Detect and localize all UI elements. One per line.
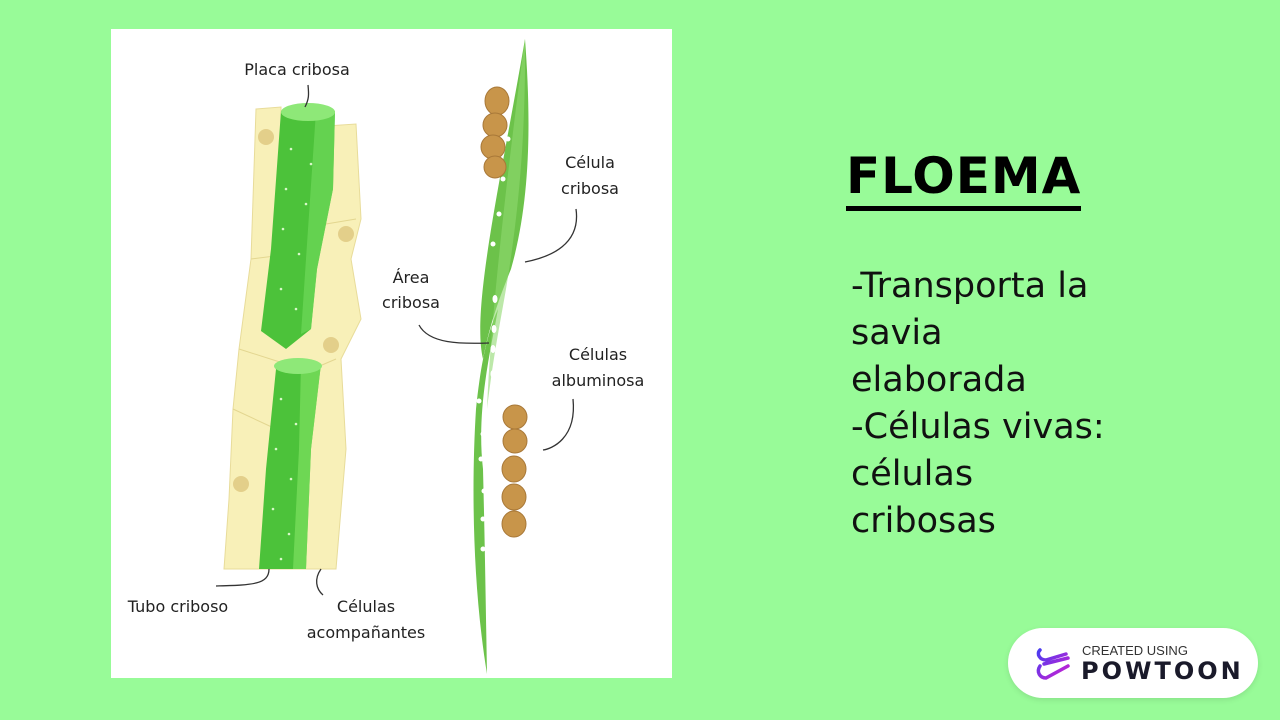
label-area-cribosa-1: Área [393,268,430,287]
slide-title: FLOEMA [846,146,1082,211]
slide-body: -Transporta la savia elaborada -Células … [851,263,1151,545]
label-tubo-criboso: Tubo criboso [127,597,228,616]
body-line: cribosas [851,501,996,541]
label-celulas-acompanantes-2: acompañantes [307,623,425,642]
powtoon-logo-icon [1036,648,1070,680]
label-celulas-albuminosa-1: Células [569,345,627,364]
body-line: elaborada [851,360,1027,400]
albuminous-cells [480,86,528,538]
label-area-cribosa-2: cribosa [382,293,440,312]
label-celulas-acompanantes-1: Células [337,597,395,616]
label-celulas-albuminosa-2: albuminosa [552,371,645,390]
body-line: -Transporta la [851,266,1089,306]
label-placa-cribosa: Placa cribosa [244,60,350,79]
sieve-tube [259,103,335,569]
powtoon-badge[interactable]: CREATED USING POWTOON [1008,628,1258,698]
sieve-cells [473,39,529,674]
phloem-illustration: Placa cribosa Tubo criboso Células acomp… [127,39,645,674]
body-line: -Células vivas: [851,407,1105,447]
label-celula-cribosa-1: Célula [565,153,615,172]
badge-line2: POWTOON [1081,657,1244,685]
label-celula-cribosa-2: cribosa [561,179,619,198]
body-line: savia [851,313,943,353]
body-line: células [851,454,974,494]
badge-line1: CREATED USING [1082,643,1188,658]
leader-lines [215,84,578,596]
phloem-diagram: Placa cribosa Tubo criboso Células acomp… [111,29,672,678]
